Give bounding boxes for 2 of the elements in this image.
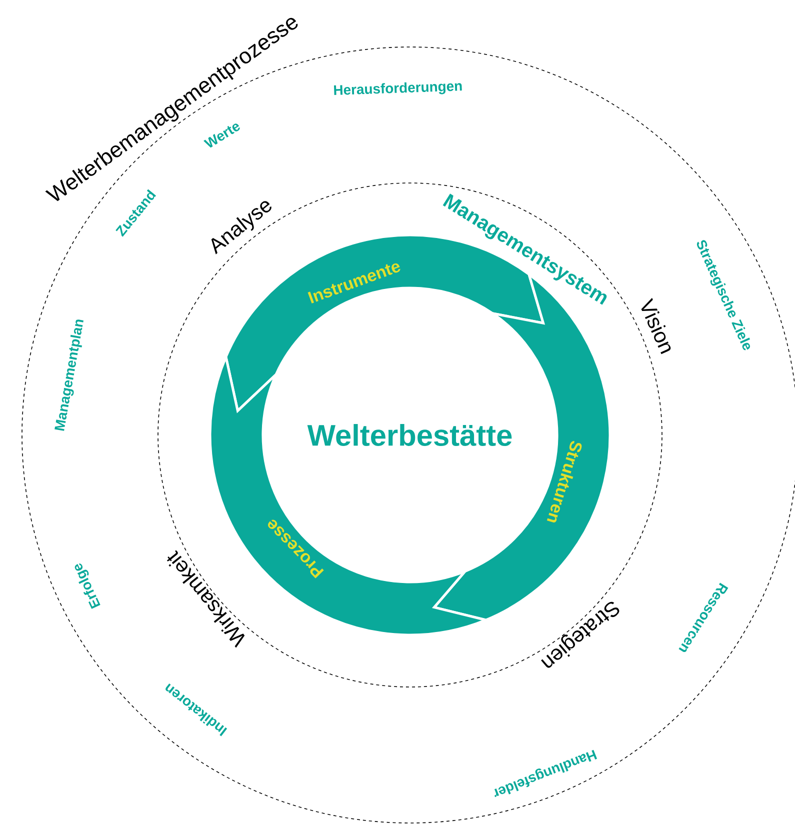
arc-label: Vision [641, 298, 671, 354]
arc-label: Herausforderungen [334, 82, 462, 95]
